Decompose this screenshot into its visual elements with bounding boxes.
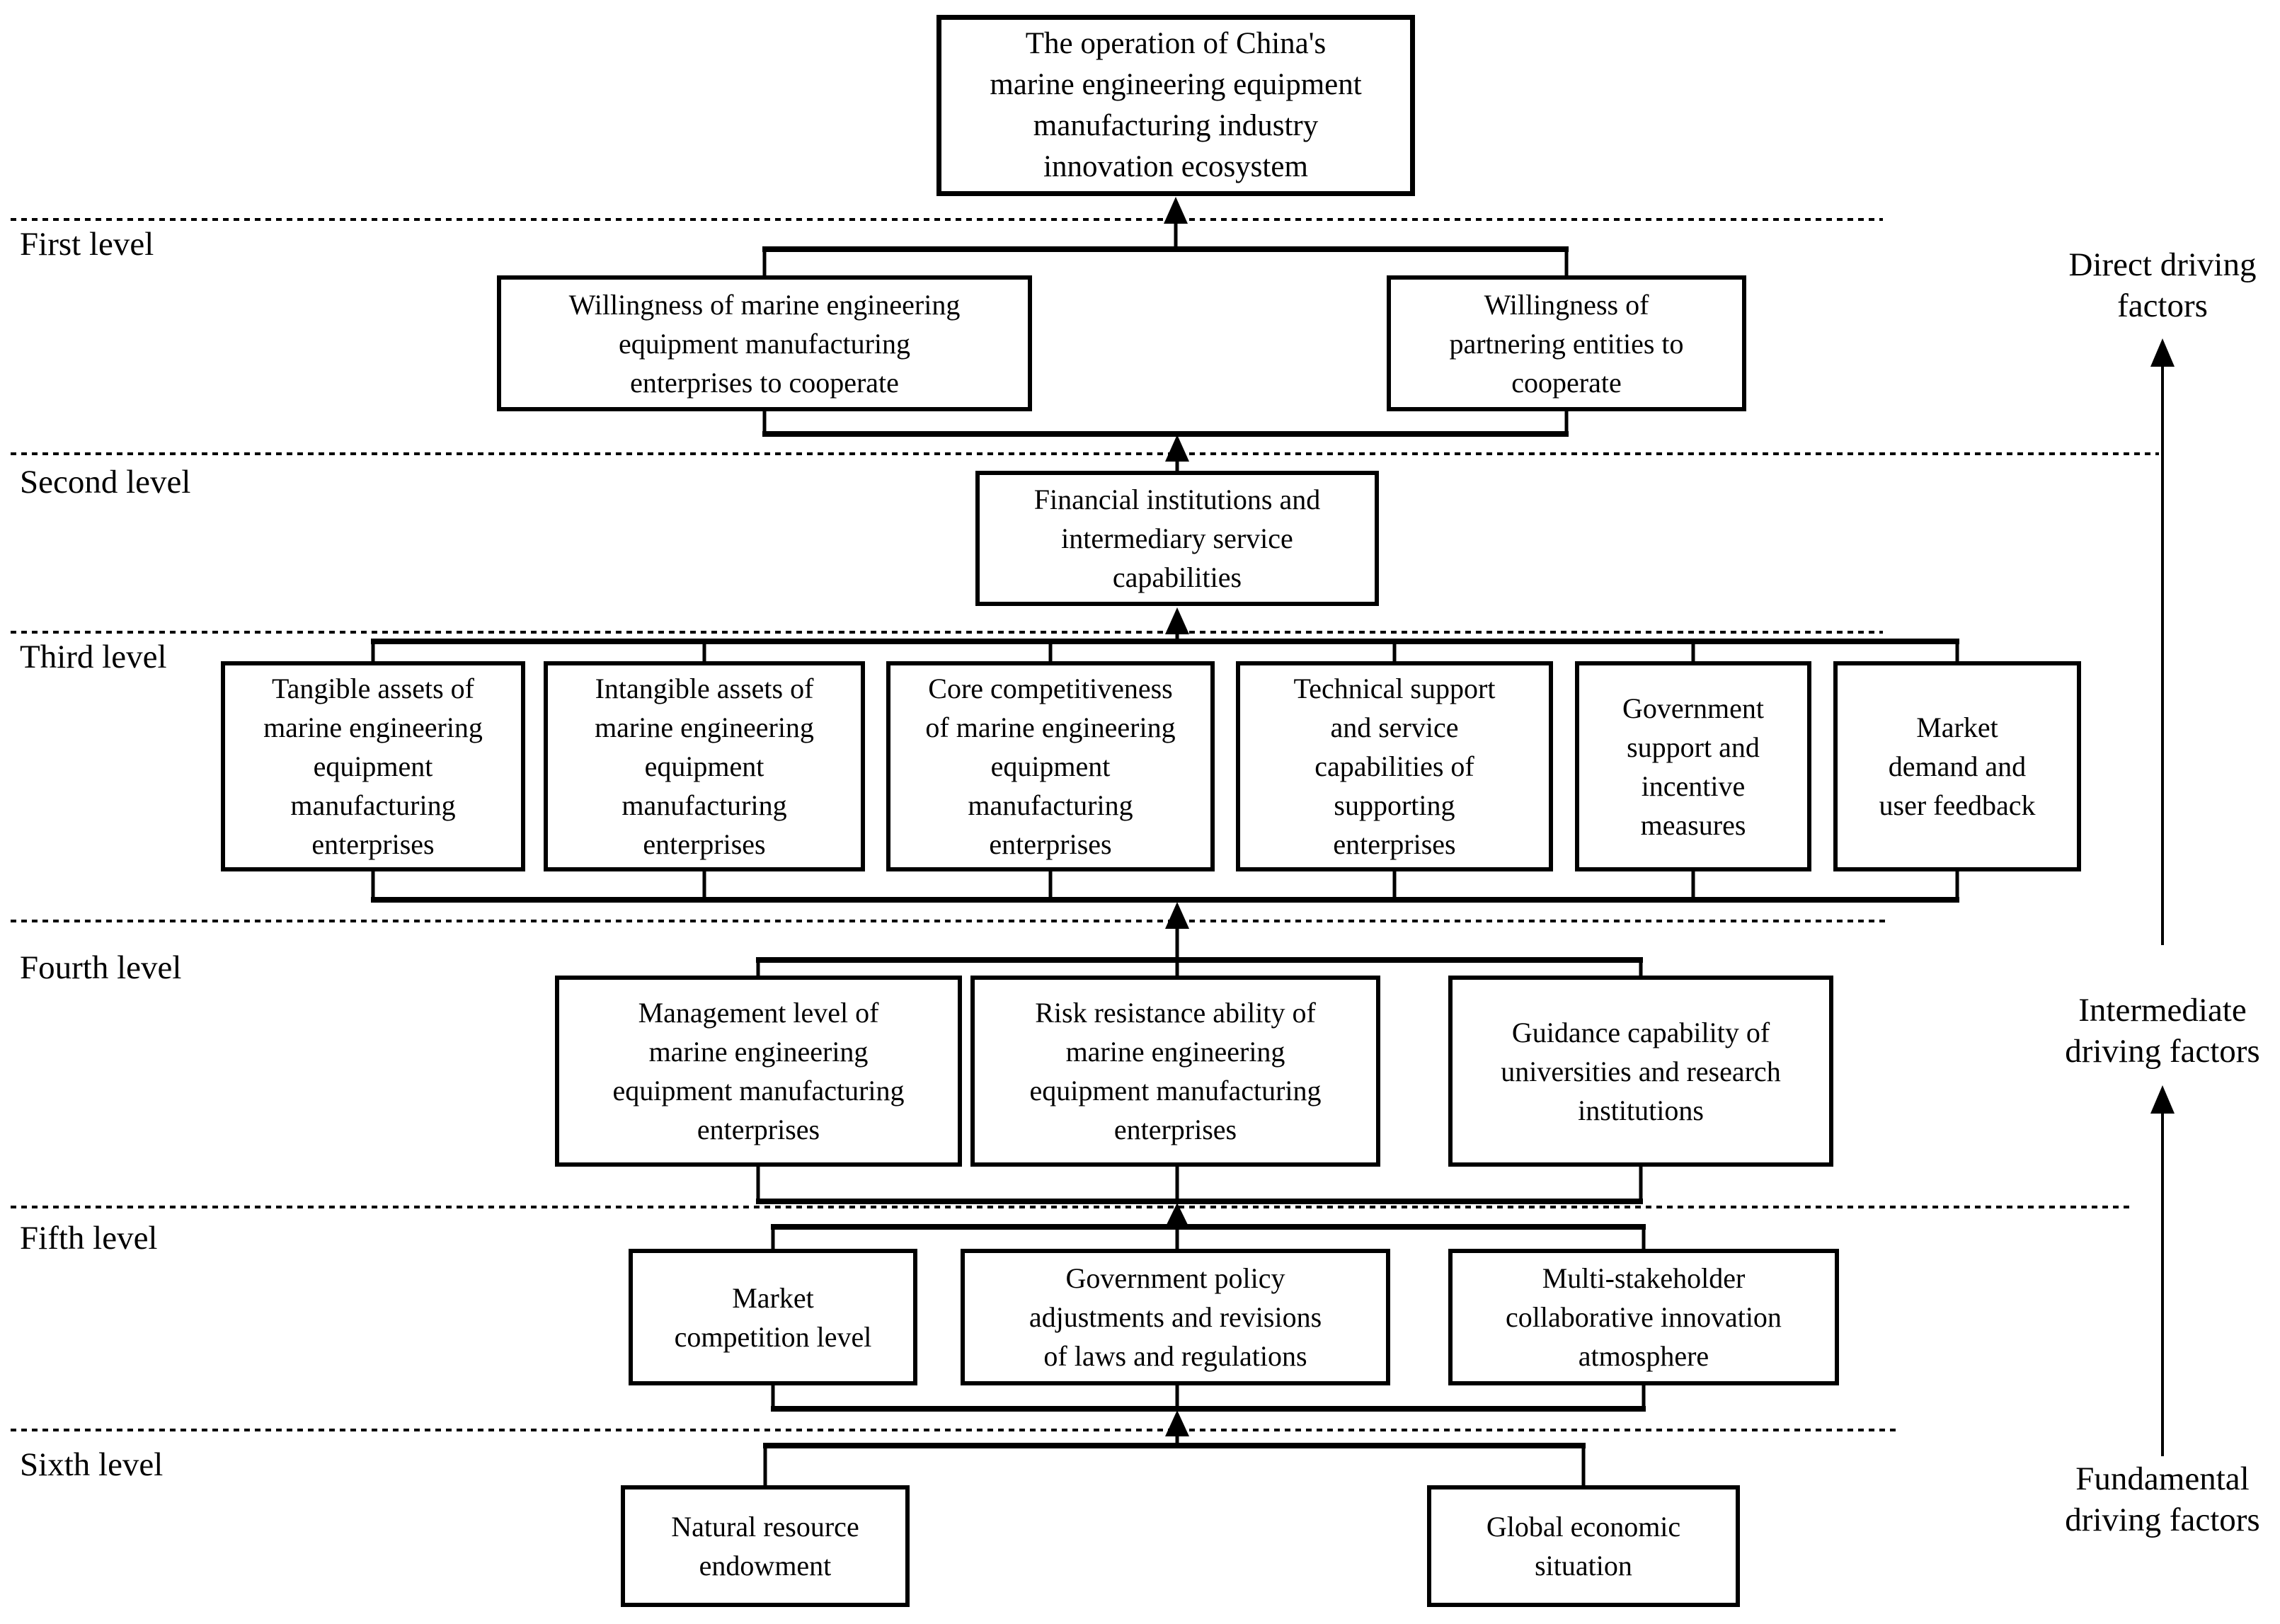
driving-label-intermediate: Intermediate driving factors	[2065, 992, 2260, 1070]
driving-label-direct: Direct driving factors	[2068, 246, 2257, 324]
driving-factor-arrows	[2150, 338, 2175, 1456]
level-separator-lines	[11, 218, 2159, 1431]
level-label-sixth: Sixth level	[20, 1446, 164, 1483]
node-management-level: Management level of marine engineering e…	[555, 976, 962, 1167]
bracket-stubs	[371, 249, 1959, 1488]
level-label-fifth: Fifth level	[20, 1220, 158, 1257]
center-up-arrows	[1164, 197, 1189, 1446]
level-label-fourth: Fourth level	[20, 949, 182, 986]
level-label-first: First level	[20, 226, 154, 263]
node-guidance-capability: Guidance capability of universities and …	[1448, 976, 1833, 1167]
node-natural-resource: Natural resource endowment	[621, 1485, 910, 1607]
node-government-support: Government support and incentive measure…	[1575, 661, 1811, 871]
node-global-economic: Global economic situation	[1427, 1485, 1740, 1607]
level-label-third: Third level	[20, 639, 167, 675]
node-market-demand: Market demand and user feedback	[1833, 661, 2081, 871]
node-willingness-partnering-entities: Willingness of partnering entities to co…	[1387, 275, 1746, 411]
node-market-competition: Market competition level	[629, 1249, 917, 1385]
root-box: The operation of China's marine engineer…	[936, 15, 1415, 196]
node-multi-stakeholder: Multi-stakeholder collaborative innovati…	[1448, 1249, 1839, 1385]
node-tangible-assets: Tangible assets of marine engineering eq…	[221, 661, 525, 871]
node-willingness-manufacturing-enterprises: Willingness of marine engineering equipm…	[497, 275, 1032, 411]
node-technical-support: Technical support and service capabiliti…	[1236, 661, 1553, 871]
driving-label-fundamental: Fundamental driving factors	[2065, 1460, 2260, 1538]
node-intangible-assets: Intangible assets of marine engineering …	[544, 661, 865, 871]
node-risk-resistance: Risk resistance ability of marine engine…	[970, 976, 1380, 1167]
node-financial-institutions: Financial institutions and intermediary …	[975, 471, 1379, 606]
level-label-second: Second level	[20, 464, 191, 501]
bracket-horizontals	[371, 246, 1959, 1448]
node-core-competitiveness: Core competitiveness of marine engineeri…	[886, 661, 1215, 871]
node-government-policy: Government policy adjustments and revisi…	[961, 1249, 1390, 1385]
